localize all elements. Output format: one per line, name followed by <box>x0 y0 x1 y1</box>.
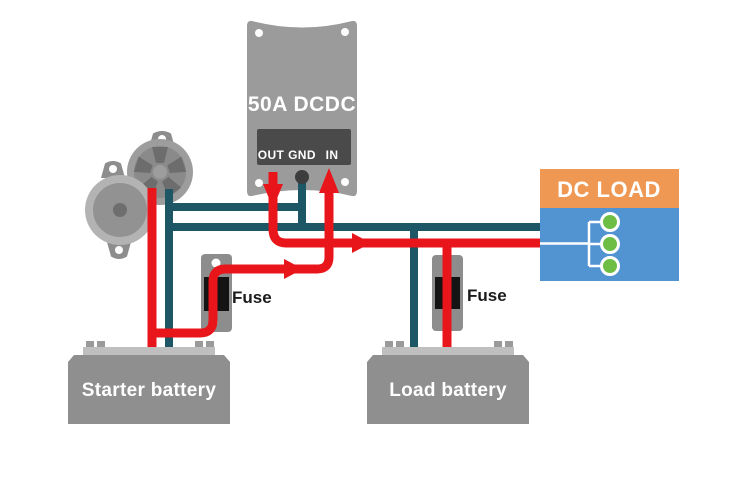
fan-blade <box>133 156 153 174</box>
flow-arrow-mid-right <box>352 233 371 253</box>
starter-battery-label: Starter battery <box>82 380 217 401</box>
battery-lid <box>382 347 514 357</box>
fan-blade <box>152 147 168 163</box>
negative-wiring <box>165 170 540 351</box>
fuse-1-hole-top <box>211 258 221 268</box>
screw-hole <box>341 28 349 36</box>
load-indicator <box>600 256 620 276</box>
load-battery: Load battery <box>367 341 529 424</box>
battery-terminal <box>505 341 513 349</box>
battery-terminal <box>195 341 203 349</box>
battery-terminal <box>97 341 105 349</box>
gnd-terminal-stud <box>295 170 309 184</box>
flow-arrow-fuse-right <box>284 259 303 279</box>
dcdc-terminal-out-label: OUT <box>258 148 285 162</box>
alternator-fan-blades <box>133 147 187 197</box>
wire-positive-starter-to-fuse-to-in <box>152 188 334 338</box>
load-battery-label: Load battery <box>389 380 507 401</box>
alternator-fan-hub <box>153 165 167 179</box>
battery-terminal <box>206 341 214 349</box>
battery-body <box>367 355 529 424</box>
battery-terminal <box>494 341 502 349</box>
dcdc-label: 50A DCDC <box>248 93 356 116</box>
flow-arrow-in-up <box>319 168 339 193</box>
battery-body <box>68 355 230 424</box>
load-indicator <box>600 234 620 254</box>
load-indicator <box>600 212 620 232</box>
alternator-pulley-shaft <box>113 203 127 217</box>
screw-hole <box>255 29 263 37</box>
dc-load-branch-lines <box>540 220 601 268</box>
battery-lid <box>83 347 215 357</box>
alternator-ear-hole <box>115 246 123 254</box>
dcdc-terminal-panel <box>257 129 351 165</box>
starter-battery: Starter battery <box>68 341 230 424</box>
battery-terminal <box>86 341 94 349</box>
dcdc-charger: 50A DCDC OUT GND IN <box>247 20 357 197</box>
screw-hole <box>255 179 263 187</box>
screw-hole <box>341 178 349 186</box>
wire-positive-out-to-dc-load <box>268 172 540 248</box>
flow-arrow-out-down <box>263 184 283 208</box>
battery-terminal <box>385 341 393 349</box>
dc-load-header <box>540 169 679 208</box>
battery-terminal <box>396 341 404 349</box>
dc-load-label: DC LOAD <box>557 177 661 202</box>
fuse-1-label: Fuse <box>232 288 272 307</box>
dc-load-panel: DC LOAD <box>540 169 679 281</box>
fuse-2-label: Fuse <box>467 286 507 305</box>
alternator <box>85 131 193 259</box>
dcdc-terminal-in-label: IN <box>326 148 339 162</box>
dcdc-terminal-gnd-label: GND <box>288 148 316 162</box>
fan-blade <box>167 156 187 174</box>
alternator-ear-hole <box>109 165 117 173</box>
positive-wiring <box>147 168 540 351</box>
